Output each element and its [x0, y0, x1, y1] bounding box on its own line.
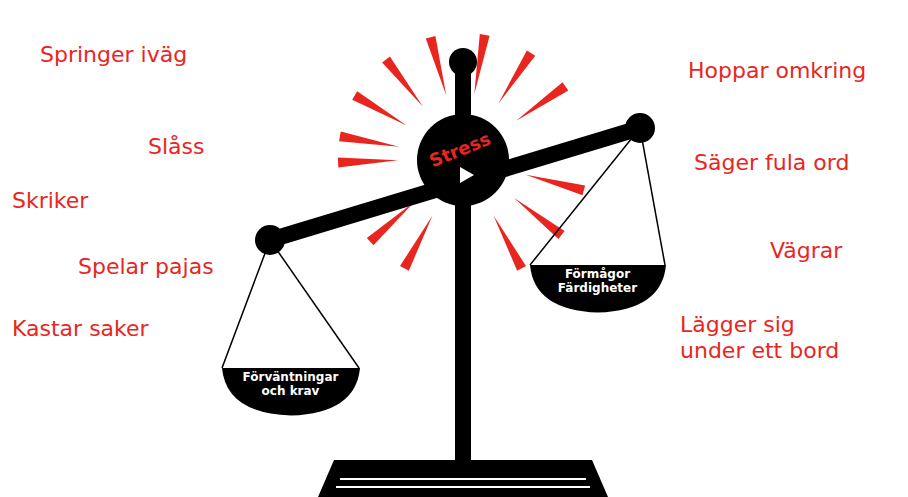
scale-pan: Förväntningar och krav	[222, 368, 360, 416]
behaviour-label: Spelar pajas	[78, 254, 214, 280]
scale-pan: Förmågor Färdigheter	[530, 265, 666, 313]
behaviour-label: Kastar saker	[12, 316, 149, 342]
burst-spike	[514, 198, 564, 239]
pan-label: Förmågor Färdigheter	[552, 268, 644, 296]
pan-string	[270, 240, 359, 368]
scale-base	[318, 460, 608, 497]
pan-string	[222, 240, 270, 368]
pole-knob	[449, 48, 477, 76]
pan-string	[640, 128, 665, 265]
hub-circle	[417, 114, 509, 206]
burst-spike	[339, 131, 399, 146]
burst-spike	[352, 91, 407, 125]
burst-spike	[498, 50, 535, 103]
base-stripe	[340, 478, 586, 480]
burst-spike	[382, 56, 423, 106]
burst-spike	[526, 175, 585, 195]
pan-strings	[222, 128, 665, 368]
burst-spike	[516, 82, 568, 121]
pan-bowl	[530, 265, 666, 313]
behaviour-label: Springer iväg	[40, 42, 187, 68]
behaviour-label: Säger fula ord	[694, 150, 849, 176]
pan-string	[530, 128, 640, 265]
stress-hub: Stress	[417, 114, 509, 206]
base-stripe	[336, 486, 590, 488]
burst-spike	[338, 157, 398, 167]
burst-spike	[494, 215, 527, 270]
pan-label: Förväntningar och krav	[239, 371, 343, 399]
pan-bowl	[222, 368, 360, 416]
behaviour-label: Skriker	[12, 188, 88, 214]
behaviour-label: Slåss	[148, 134, 204, 160]
burst-spike	[400, 215, 433, 270]
pivot-triangle	[460, 167, 474, 183]
burst-spike	[426, 36, 446, 95]
behaviour-label: Vägrar	[770, 238, 842, 264]
behaviour-label: Lägger sig under ett bord	[680, 312, 860, 365]
behaviour-label: Hoppar omkring	[688, 58, 866, 84]
